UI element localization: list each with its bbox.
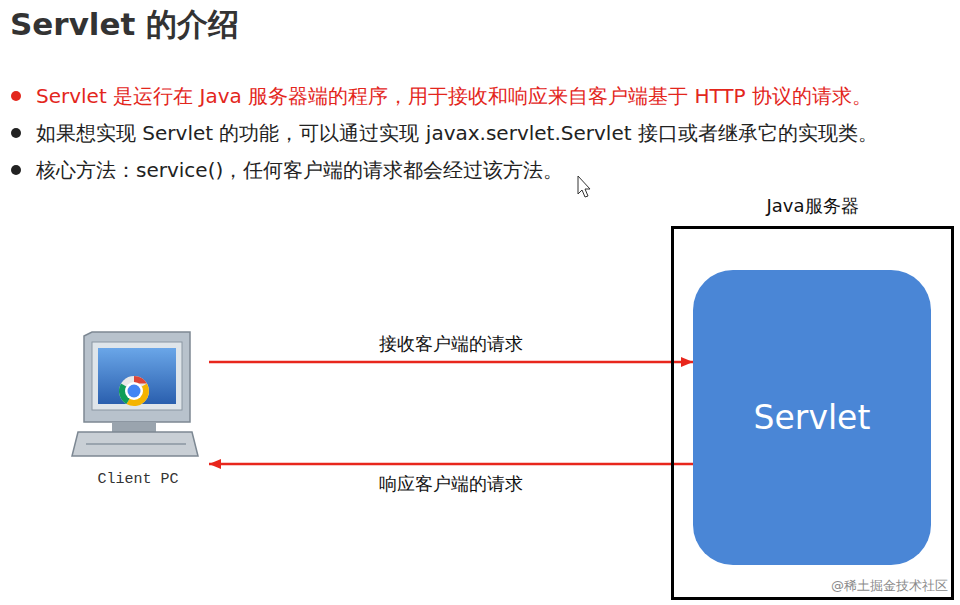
- bullet-dot: [11, 165, 21, 175]
- bullet-dot: [11, 91, 21, 101]
- node-label: Client PC: [76, 471, 200, 488]
- edge-label: 接收客户端的请求: [376, 332, 526, 356]
- bullet-dot: [11, 128, 21, 138]
- client-pc: Client PC: [76, 325, 200, 495]
- frame-heading: Java服务器: [674, 194, 951, 218]
- bullet-text: Servlet 是运行在 Java 服务器端的程序，用于接收和响应来自客户端基于…: [36, 83, 872, 110]
- mouse-cursor: [578, 176, 590, 197]
- servlet-box: Servlet: [693, 270, 931, 565]
- node-label: Servlet: [754, 398, 871, 437]
- server-frame: Java服务器Servlet: [671, 226, 954, 600]
- request-arrow: [209, 361, 693, 364]
- slide-title: Servlet 的介绍: [10, 4, 239, 46]
- request-arrow: [209, 463, 693, 466]
- bullet-text: 核心方法：service()，任何客户端的请求都会经过该方法。: [36, 157, 563, 184]
- edge-label: 响应客户端的请求: [376, 472, 526, 496]
- watermark: @稀土掘金技术社区: [831, 577, 948, 595]
- bullet-text: 如果想实现 Servlet 的功能，可以通过实现 javax.servlet.S…: [36, 120, 878, 147]
- computer-icon: [72, 332, 198, 456]
